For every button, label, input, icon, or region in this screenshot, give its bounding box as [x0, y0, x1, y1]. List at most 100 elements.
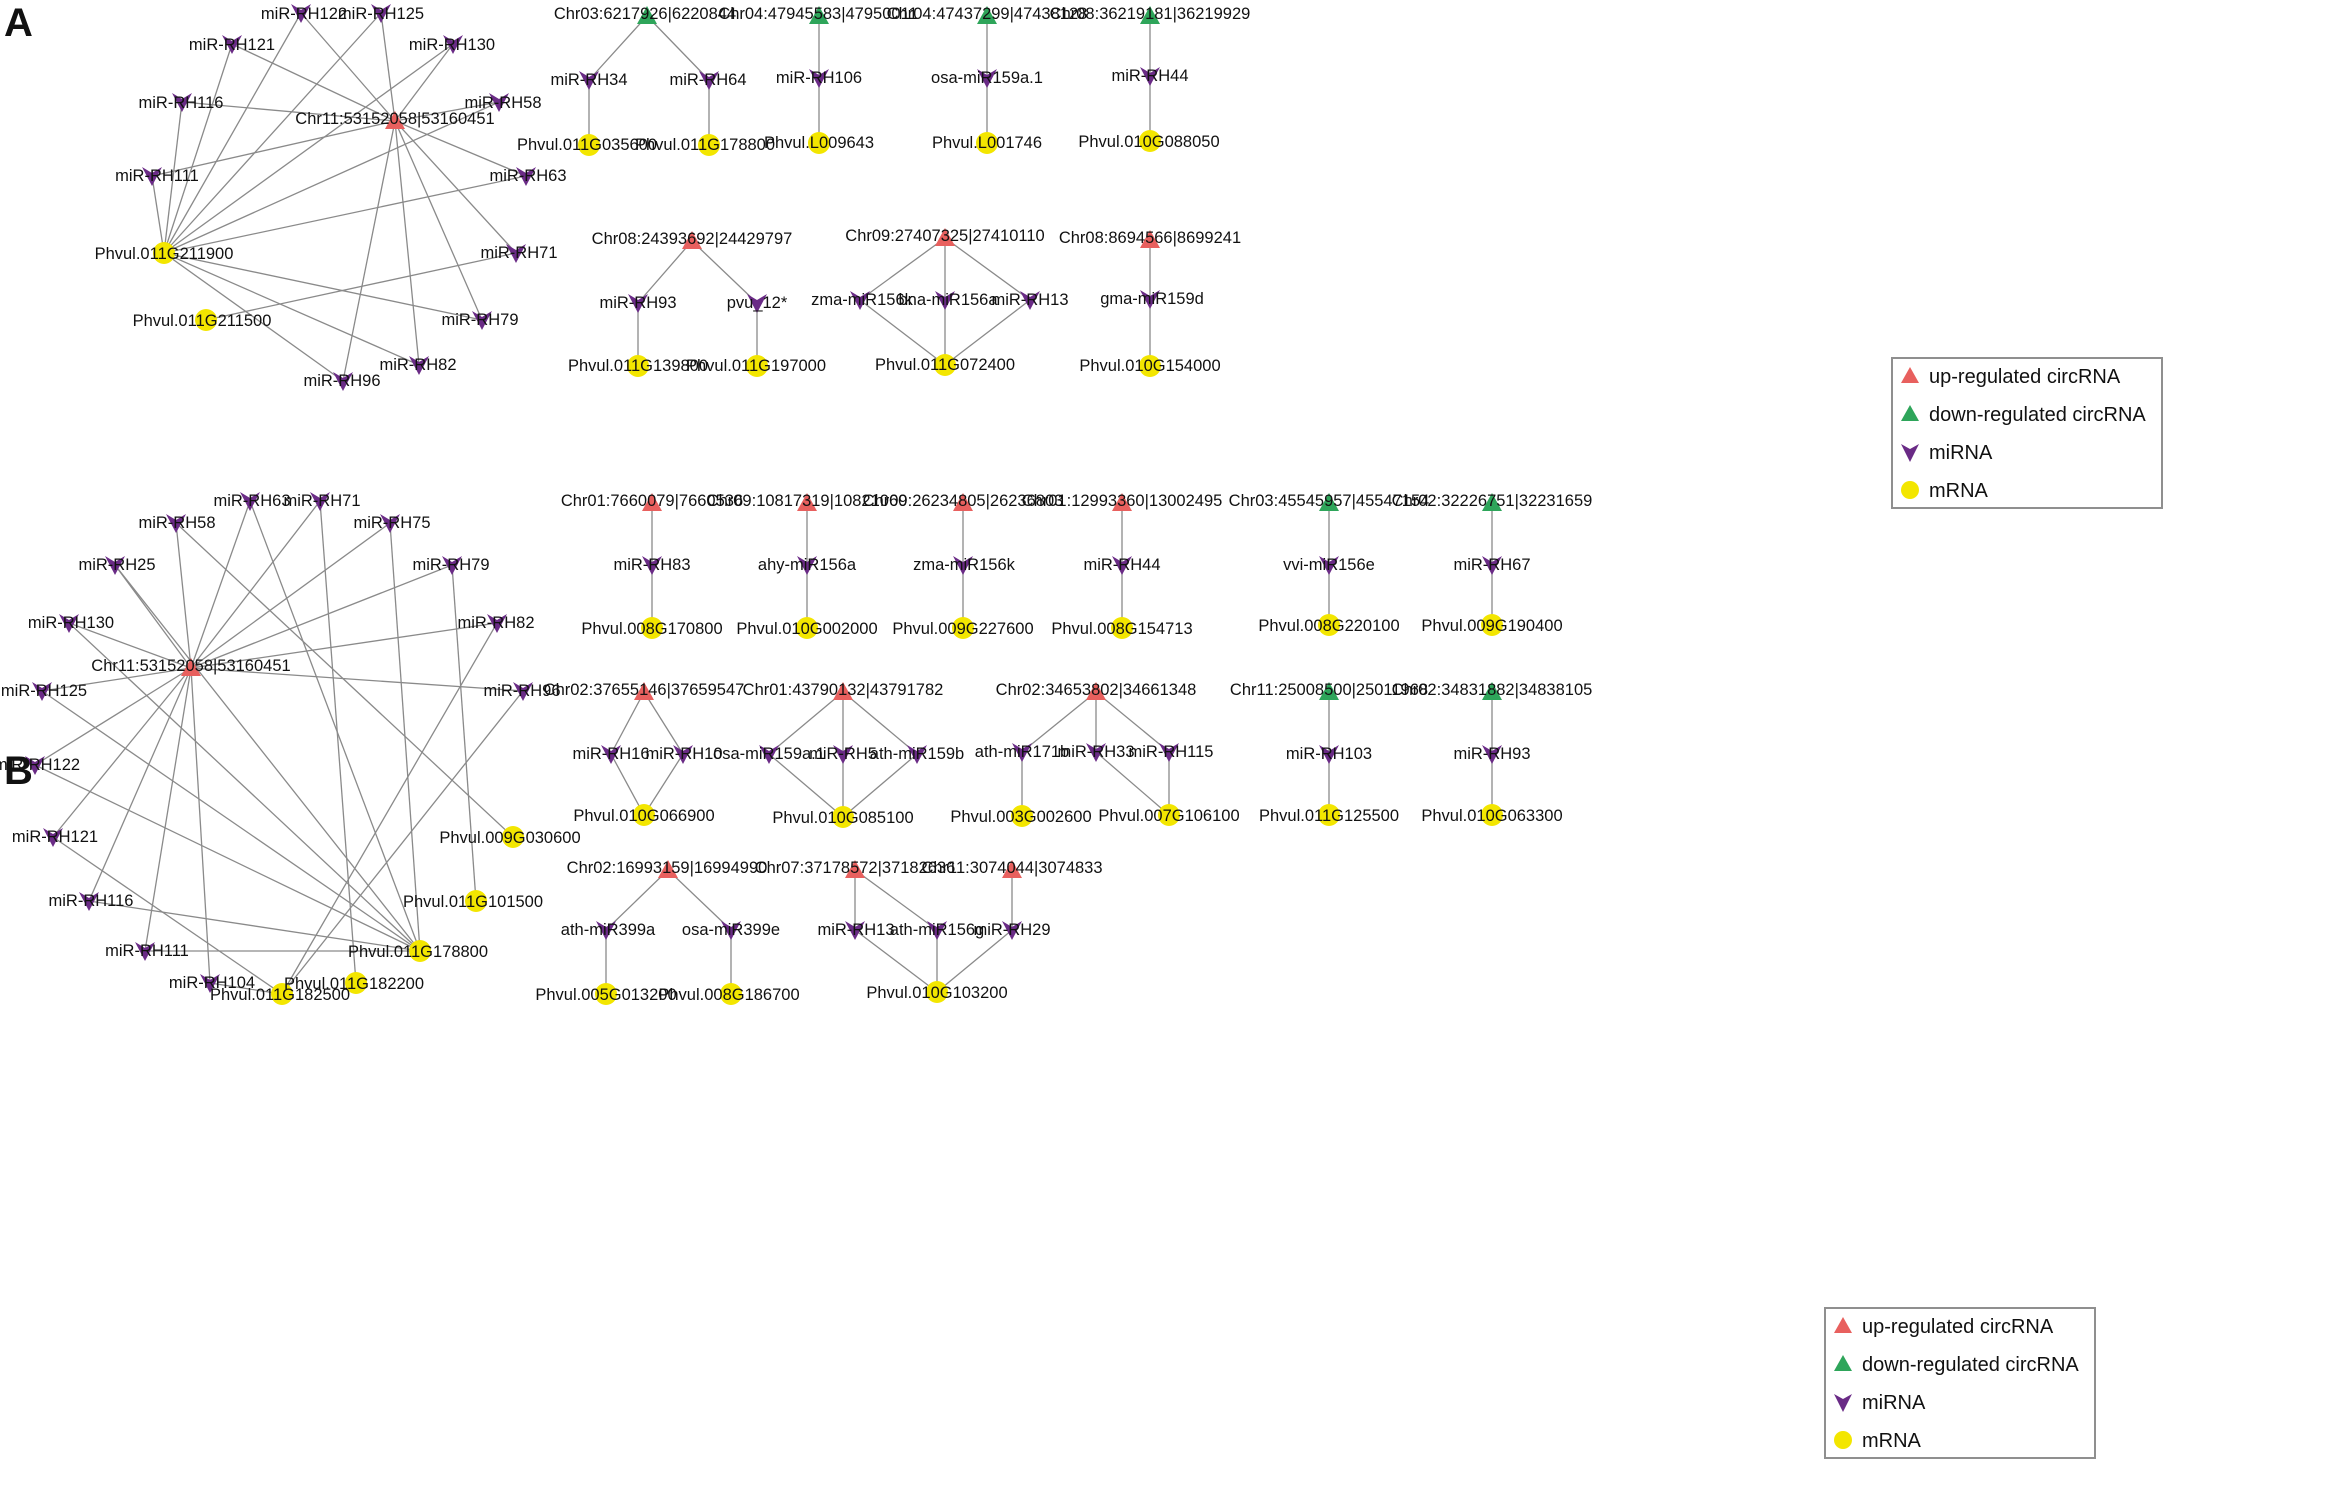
- panel-a-label: A: [4, 1, 33, 45]
- mirna-node-a_111: [142, 167, 162, 186]
- mirna-node-b_ahy: [797, 556, 817, 575]
- node-label-a_c6: Chr08:24393692|24429797: [592, 230, 793, 248]
- node-label-b_79: miR-RH79: [412, 556, 489, 574]
- node-label-b_29: miR-RH29: [973, 921, 1050, 939]
- circrna-down-node-a_c5: [1140, 6, 1160, 24]
- node-label-b_m3: Phvul.011G178800: [348, 943, 488, 961]
- circrna-down-node-a_c2: [637, 6, 657, 24]
- circrna-up-node-b_c3: [797, 493, 817, 511]
- edge-b-b_c1-b_122: [34, 667, 192, 766]
- edge-a-a_c1-a_125: [380, 12, 396, 122]
- node-label-b_ath156: ath-miR156g: [890, 921, 984, 939]
- mirna-node-a_79: [472, 311, 492, 330]
- mrna-node-a_m2: [195, 309, 217, 331]
- edge-a-a_m1-a_125: [163, 12, 382, 254]
- mirna-node-a_82: [409, 356, 429, 375]
- node-label-a_m5: Phvul.L009643: [764, 134, 874, 152]
- node-label-b_c1: Chr11:53152058|53160451: [91, 657, 290, 675]
- mrna-node-b_m3: [409, 940, 431, 962]
- edge-b-b_c8-b_16: [610, 691, 645, 755]
- node-label-a_gma: gma-miR159d: [1100, 290, 1204, 308]
- edge-b-b_16-b_m12: [610, 753, 645, 816]
- mirna-node-a_osa159: [977, 69, 997, 88]
- mirna-node-a_121: [222, 35, 242, 54]
- circrna-up-node-b_c8: [634, 682, 654, 700]
- node-label-a_121: miR-RH121: [189, 36, 275, 54]
- mirna-node-a_93: [628, 294, 648, 313]
- mirna-node-a_gma: [1140, 290, 1160, 309]
- node-label-a_c2: Chr03:6217926|6220844: [554, 5, 736, 23]
- edge-a-a_c1-a_82: [394, 120, 420, 366]
- edge-a-a_zma-a_m10: [859, 299, 946, 366]
- node-label-b_m8: Phvul.009G227600: [892, 620, 1033, 638]
- node-label-b_44: miR-RH44: [1083, 556, 1160, 574]
- node-label-b_m1: Phvul.009G030600: [439, 829, 580, 847]
- mirna-node-a_64: [699, 71, 719, 90]
- edge-b-b_m3-b_125: [41, 690, 421, 952]
- edge-b-b_c1-b_96: [190, 667, 524, 692]
- circrna-up-node-b_c5: [1112, 493, 1132, 511]
- edge-b-b_10-b_m12: [643, 753, 684, 816]
- node-label-b_103: miR-RH103: [1286, 745, 1372, 763]
- legend-b-up-label: up-regulated circRNA: [1862, 1316, 2054, 1338]
- legend-a-mrna-icon: [1901, 481, 1919, 499]
- mirna-node-a_106: [809, 69, 829, 88]
- node-label-b_104: miR-RH104: [169, 974, 255, 992]
- node-label-a_m11: Phvul.010G154000: [1079, 357, 1220, 375]
- node-label-a_116: miR-RH116: [139, 94, 224, 112]
- node-label-b_c7: Chr02:32226751|32231659: [1392, 492, 1593, 510]
- mrna-node-b_m16: [1318, 804, 1340, 826]
- mirna-node-b_ath171: [1012, 743, 1032, 762]
- edge-b-b_m3-b_116: [88, 900, 421, 952]
- node-label-a_58: miR-RH58: [464, 94, 541, 112]
- mirna-node-b_116: [79, 892, 99, 911]
- legend-a-box: [1891, 357, 2163, 509]
- node-label-b_c14: Chr07:37178572|37182636: [755, 859, 956, 877]
- edge-a-a_c1-a_121: [231, 43, 396, 122]
- mrna-node-b_m11: [1481, 614, 1503, 636]
- node-label-a_osa159: osa-miR159a.1: [931, 69, 1043, 87]
- edge-b-b_13-b_m20: [854, 929, 938, 993]
- mrna-node-b_m8: [952, 617, 974, 639]
- edge-a-a_m1-a_58: [163, 101, 500, 254]
- mrna-node-a_m1: [153, 242, 175, 264]
- node-label-a_m7: Phvul.010G088050: [1078, 133, 1219, 151]
- edge-a-a_m1-a_116: [163, 101, 183, 254]
- legend-b-box: [1824, 1307, 2096, 1459]
- mrna-node-b_m6: [641, 617, 663, 639]
- edge-b-b_c13-b_osa399: [667, 869, 732, 931]
- node-label-b_m10: Phvul.008G220100: [1258, 617, 1399, 635]
- edge-b-b_c1-b_121: [52, 667, 192, 838]
- mrna-node-b_m14: [1011, 805, 1033, 827]
- edge-a-a_m2-a_71: [205, 252, 517, 321]
- node-label-b_71: miR-RH71: [283, 492, 360, 510]
- edge-b-b_c1-b_71: [190, 500, 321, 669]
- mirna-node-b_zma: [953, 556, 973, 575]
- edge-b-b_m5-b_104: [209, 982, 283, 995]
- mrna-node-b_m19: [720, 983, 742, 1005]
- node-label-b_c5: Chr01:12993360|13002495: [1022, 492, 1223, 510]
- legend-a-down-icon: [1901, 405, 1919, 421]
- mirna-node-b_13: [845, 921, 865, 940]
- node-label-a_79: miR-RH79: [441, 311, 518, 329]
- node-label-a_c8: Chr08:8694566|8699241: [1059, 229, 1241, 247]
- node-label-b_osa159: osa-miR159a.1: [713, 745, 825, 763]
- node-label-b_m4: Phvul.011G182200: [284, 975, 424, 993]
- mirna-node-b_osa159: [759, 745, 779, 764]
- edge-a-a_m1-a_63: [163, 175, 527, 254]
- mirna-node-b_79: [442, 556, 462, 575]
- edge-b-b_c1-b_75: [190, 522, 391, 669]
- mrna-node-a_m4: [698, 134, 720, 156]
- node-label-b_m12: Phvul.010G066900: [573, 807, 714, 825]
- legend-a-up-icon: [1901, 367, 1919, 383]
- edge-b-b_c9-b_osa159: [768, 691, 844, 755]
- edge-b-b_c1-b_116: [88, 667, 192, 902]
- node-label-a_pvu: pvu_12*: [727, 294, 788, 312]
- node-label-b_m16: Phvul.011G125500: [1259, 807, 1399, 825]
- node-label-a_82: miR-RH82: [379, 356, 456, 374]
- node-label-a_71: miR-RH71: [480, 244, 557, 262]
- node-label-a_m2: Phvul.011G211500: [133, 312, 272, 330]
- node-label-b_c11: Chr11:25008500|25011968: [1230, 681, 1428, 699]
- node-label-a_130: miR-RH130: [409, 36, 495, 54]
- mirna-node-a_58: [489, 93, 509, 112]
